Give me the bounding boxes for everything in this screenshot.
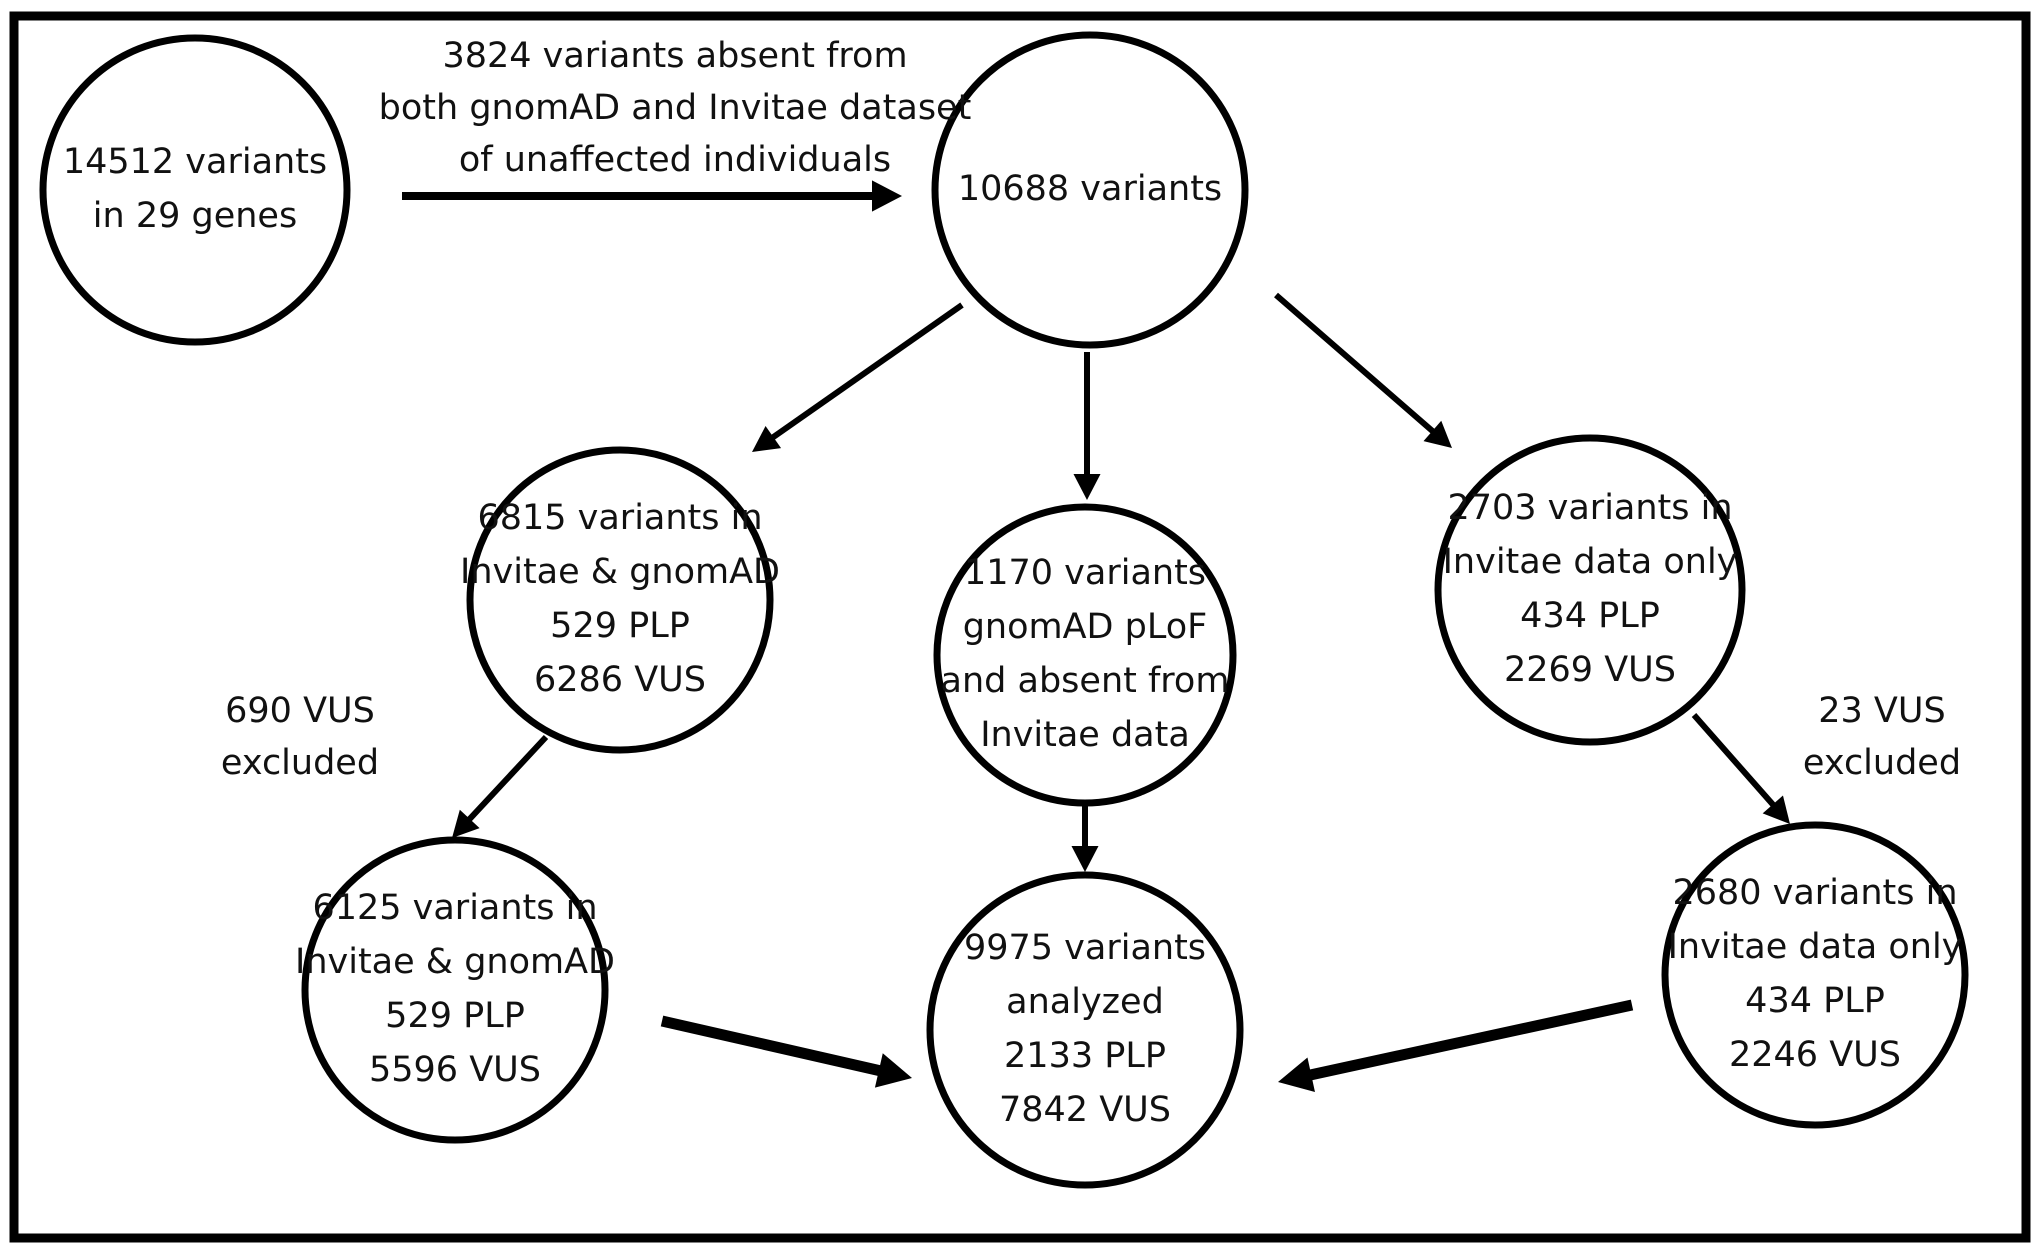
node-invitae-only-circle	[1434, 434, 1746, 746]
edge-invitae-only-filter-shaft	[1691, 713, 1778, 810]
edge-gnomad-plof-to-analyzed	[1071, 806, 1099, 872]
node-invitae-only-line-3: 2269 VUS	[1504, 650, 1676, 690]
node-gnomad-plof-only-circle	[933, 503, 1237, 807]
edge-remaining-to-invitae-only-arrowhead	[1423, 420, 1452, 448]
edge-invitae-gnomad-filter-arrowhead	[452, 809, 480, 838]
edge-filtered-invitae-to-analyzed-shaft	[1305, 999, 1634, 1082]
node-total-variants-line-1: in 29 genes	[93, 196, 297, 236]
node-invitae-only-filtered: 2680 variants in Invitae data only 434 PLP…	[1661, 821, 1969, 1129]
node-total-variants-circle	[39, 34, 351, 346]
node-invitae-only-filtered-line-3: 2246 VUS	[1729, 1035, 1901, 1075]
edge-total-to-remaining-label: 3824 variants absent from both gnomAD and…	[379, 36, 972, 180]
edge-filtered-gnomad-to-analyzed	[660, 1015, 912, 1088]
node-invitae-and-gnomad-line-3: 6286 VUS	[534, 660, 706, 700]
node-invitae-and-gnomad-filtered-line-1: Invitae & gnomAD	[295, 942, 615, 982]
edge-filtered-invitae-to-analyzed-arrowhead	[1278, 1057, 1315, 1093]
edge-gnomad-plof-to-analyzed-arrowhead	[1071, 846, 1099, 872]
node-invitae-only-filtered-circle	[1661, 821, 1969, 1129]
edges-layer	[402, 180, 1790, 1093]
node-variants-analyzed-line-2: 2133 PLP	[1004, 1036, 1166, 1076]
node-total-variants: 14512 variants in 29 genes	[39, 34, 351, 346]
edge-invitae-gnomad-filter	[452, 734, 549, 838]
node-invitae-and-gnomad-filtered-line-0: 6125 variants in	[312, 888, 597, 928]
edge-total-to-remaining-label-line-2: of unaffected individuals	[459, 140, 891, 180]
node-invitae-and-gnomad-filtered-line-3: 5596 VUS	[369, 1050, 541, 1090]
node-invitae-and-gnomad: 6815 variants in Invitae & gnomAD 529 PLP 6…	[460, 446, 780, 754]
node-invitae-and-gnomad-filtered-circle	[301, 836, 609, 1144]
node-invitae-and-gnomad-circle	[466, 446, 774, 754]
edge-filtered-gnomad-to-analyzed-shaft	[660, 1015, 886, 1077]
edge-filtered-gnomad-to-analyzed-arrowhead	[874, 1053, 912, 1088]
node-gnomad-plof-only-line-2: and absent from	[941, 661, 1230, 701]
edge-invitae-gnomad-filter-shaft	[464, 734, 549, 824]
edge-remaining-to-gnomad-plof-arrowhead	[1073, 474, 1101, 500]
node-invitae-only-filtered-line-1: Invitae data only	[1668, 927, 1963, 967]
edge-invitae-only-filter-label: 23 VUS excluded	[1803, 691, 1961, 783]
node-invitae-and-gnomad-line-1: Invitae & gnomAD	[460, 552, 780, 592]
edge-total-to-remaining-label-line-0: 3824 variants absent from	[442, 36, 907, 76]
edge-invitae-gnomad-filter-label: 690 VUS excluded	[221, 691, 379, 783]
figure-border	[9, 11, 2031, 1243]
edge-total-to-remaining-arrowhead	[872, 180, 902, 212]
edge-invitae-only-filter	[1691, 713, 1790, 824]
node-total-variants-line-0: 14512 variants	[63, 142, 327, 182]
node-invitae-and-gnomad-filtered: 6125 variants in Invitae & gnomAD 529 PLP 5…	[295, 836, 615, 1144]
edge-invitae-only-filter-arrowhead	[1762, 795, 1790, 824]
figure-border-rect	[9, 11, 2031, 1243]
node-invitae-only-line-1: Invitae data only	[1443, 542, 1738, 582]
node-variants-analyzed-circle	[926, 871, 1244, 1189]
edge-remaining-to-gnomad-plof	[1073, 352, 1101, 500]
node-invitae-only-filtered-line-2: 434 PLP	[1745, 981, 1885, 1021]
node-invitae-and-gnomad-line-0: 6815 variants in	[477, 498, 762, 538]
edge-remaining-to-invitae-only-shaft	[1274, 292, 1438, 436]
node-variants-analyzed-line-0: 9975 variants	[964, 928, 1206, 968]
edge-remaining-to-invitae-gnomad	[752, 302, 964, 452]
edge-filtered-invitae-to-analyzed	[1278, 999, 1634, 1093]
node-gnomad-plof-only-line-0: 1170 variants	[964, 553, 1206, 593]
node-remaining-variants-circle	[931, 31, 1249, 349]
edge-invitae-only-filter-label-line-0: 23 VUS	[1818, 691, 1945, 731]
nodes-layer: 14512 variants in 29 genes 10688 variants 6…	[39, 31, 1969, 1189]
node-invitae-only-line-2: 434 PLP	[1520, 596, 1660, 636]
edge-total-to-remaining	[402, 180, 902, 212]
node-gnomad-plof-only-line-1: gnomAD pLoF	[963, 607, 1208, 647]
edge-remaining-to-invitae-gnomad-shaft	[768, 302, 964, 442]
node-gnomad-plof-only-line-3: Invitae data	[980, 715, 1190, 755]
node-gnomad-plof-only: 1170 variants gnomAD pLoF and absent fromI…	[933, 503, 1237, 807]
node-remaining-variants: 10688 variants	[931, 31, 1249, 349]
edge-invitae-gnomad-filter-label-line-0: 690 VUS	[225, 691, 375, 731]
node-remaining-variants-line-0: 10688 variants	[958, 169, 1222, 209]
edge-invitae-gnomad-filter-label-line-1: excluded	[221, 743, 379, 783]
node-invitae-only: 2703 variants in Invitae data only 434 PLP…	[1434, 434, 1746, 746]
edge-remaining-to-invitae-gnomad-arrowhead	[752, 426, 782, 452]
node-invitae-only-line-0: 2703 variants in	[1447, 488, 1732, 528]
node-invitae-only-filtered-line-0: 2680 variants in	[1672, 873, 1957, 913]
node-invitae-and-gnomad-filtered-line-2: 529 PLP	[385, 996, 525, 1036]
node-variants-analyzed-line-1: analyzed	[1006, 982, 1164, 1022]
node-variants-analyzed-line-3: 7842 VUS	[999, 1090, 1171, 1130]
edge-total-to-remaining-label-line-1: both gnomAD and Invitae dataset	[379, 88, 972, 128]
node-invitae-and-gnomad-line-2: 529 PLP	[550, 606, 690, 646]
edge-remaining-to-invitae-only	[1274, 292, 1452, 448]
edge-invitae-only-filter-label-line-1: excluded	[1803, 743, 1961, 783]
edge-labels-layer: 3824 variants absent from both gnomAD and…	[221, 36, 1961, 783]
node-variants-analyzed: 9975 variants analyzed 2133 PLP 7842 VUS	[926, 871, 1244, 1189]
